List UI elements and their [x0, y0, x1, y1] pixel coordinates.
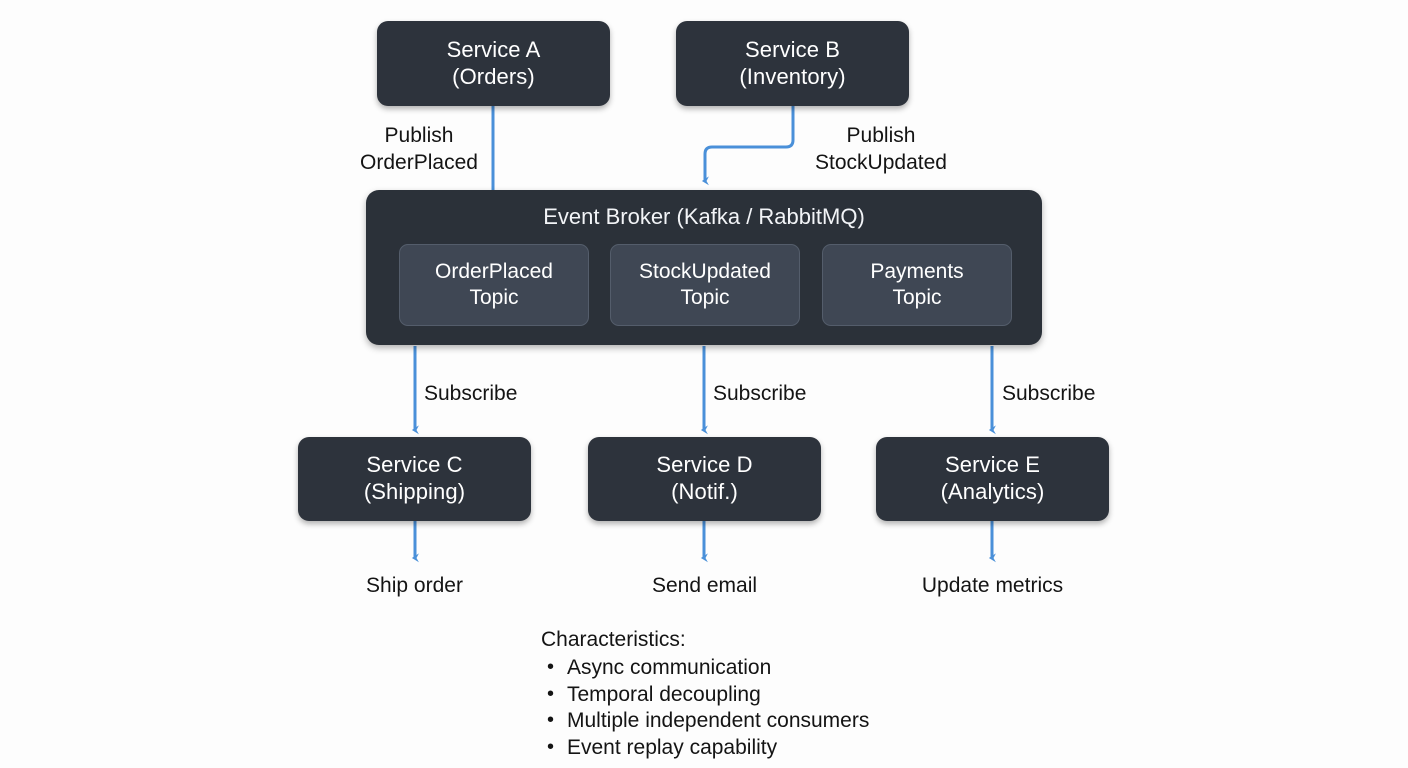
edge-label-publish-stockupdated: Publish StockUpdated [805, 122, 957, 177]
edge-label-subscribe-e: Subscribe [1002, 382, 1096, 405]
node-service-a-line1: Service A [446, 36, 541, 62]
node-service-c[interactable]: Service C (Shipping) [298, 437, 531, 521]
publish-stockupdated-line2: StockUpdated [815, 151, 947, 175]
event-broker[interactable]: Event Broker (Kafka / RabbitMQ) OrderPla… [366, 190, 1042, 345]
publish-orderplaced-line2: OrderPlaced [360, 151, 478, 175]
outcome-send-email: Send email [651, 574, 758, 597]
edge-label-subscribe-d: Subscribe [713, 382, 807, 405]
node-service-e-line2: (Analytics) [940, 479, 1045, 504]
topic-stockupdated[interactable]: StockUpdated Topic [610, 244, 800, 326]
publish-orderplaced-line1: Publish [384, 124, 454, 147]
publish-stockupdated-line1: Publish [846, 124, 916, 147]
topic-payments-line2: Topic [892, 286, 942, 309]
node-service-c-line1: Service C [366, 452, 463, 478]
list-item: Temporal decoupling [547, 682, 869, 709]
node-service-d[interactable]: Service D (Notif.) [588, 437, 821, 521]
event-broker-title: Event Broker (Kafka / RabbitMQ) [543, 204, 865, 229]
topic-payments[interactable]: Payments Topic [822, 244, 1012, 326]
topic-orderplaced-line1: OrderPlaced [435, 260, 553, 284]
edge-service-b-to-broker [701, 106, 795, 186]
outcome-update-metrics: Update metrics [921, 574, 1064, 597]
node-service-d-line2: (Notif.) [671, 479, 738, 504]
topic-stockupdated-line1: StockUpdated [639, 260, 771, 284]
list-item: Multiple independent consumers [547, 708, 869, 735]
topic-orderplaced[interactable]: OrderPlaced Topic [399, 244, 589, 326]
topic-payments-line1: Payments [870, 260, 964, 284]
list-item: Event replay capability [547, 735, 869, 762]
edge-label-publish-orderplaced: Publish OrderPlaced [350, 122, 488, 177]
node-service-a[interactable]: Service A (Orders) [377, 21, 610, 106]
topic-orderplaced-line2: Topic [469, 286, 519, 309]
edge-label-subscribe-c: Subscribe [424, 382, 518, 405]
node-service-b-line1: Service B [744, 36, 841, 62]
node-service-d-line1: Service D [656, 452, 753, 478]
list-item: Async communication [547, 655, 869, 682]
node-service-e[interactable]: Service E (Analytics) [876, 437, 1109, 521]
outcome-ship-order: Ship order [366, 574, 463, 597]
characteristics-title: Characteristics: [541, 628, 686, 651]
node-service-b[interactable]: Service B (Inventory) [676, 21, 909, 106]
node-service-a-line2: (Orders) [452, 63, 535, 89]
characteristics-list: Async communication Temporal decoupling … [541, 655, 869, 762]
node-service-c-line2: (Shipping) [363, 479, 466, 504]
characteristics-block: Characteristics: Async communication Tem… [541, 628, 869, 762]
node-service-b-line2: (Inventory) [739, 63, 846, 89]
topic-stockupdated-line2: Topic [680, 286, 730, 309]
node-service-e-line1: Service E [944, 452, 1041, 478]
